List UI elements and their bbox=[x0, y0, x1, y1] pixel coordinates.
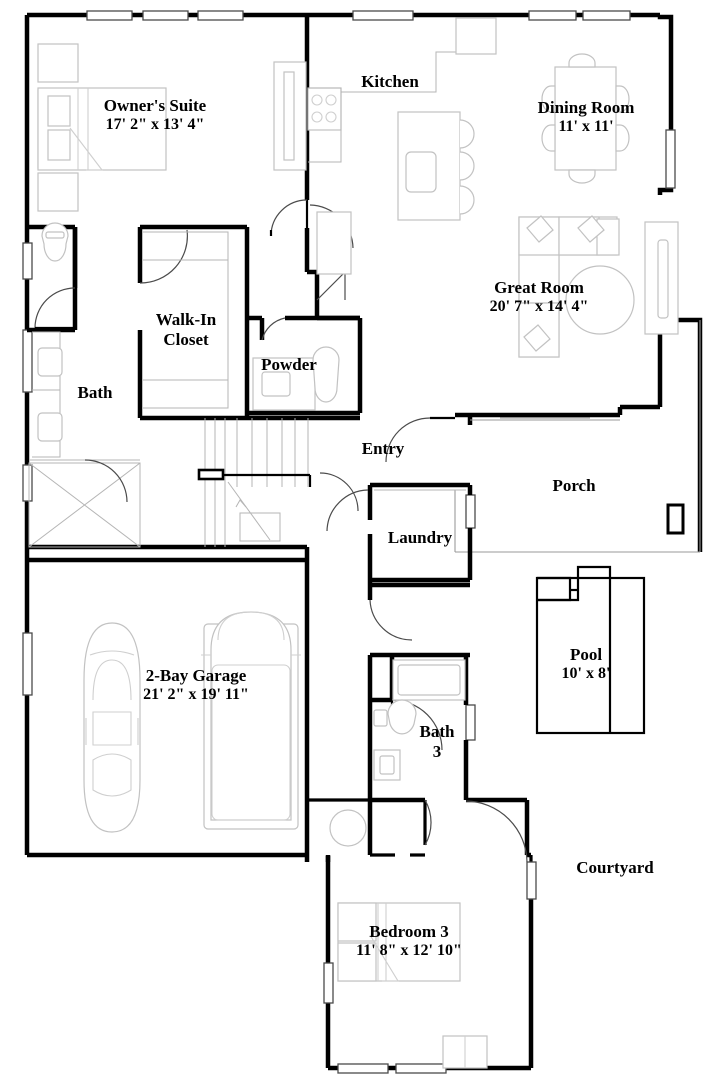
room-label-walk-in-closet: Walk-In Closet bbox=[130, 310, 242, 349]
room-name: Powder bbox=[261, 355, 317, 374]
room-label-entry: Entry bbox=[338, 439, 428, 459]
powder-fixtures bbox=[252, 346, 340, 411]
room-name: Dining Room bbox=[537, 98, 635, 117]
garage-vehicles bbox=[83, 611, 301, 833]
room-label-owners-suite: Owner's Suite 17' 2" x 13' 4" bbox=[55, 96, 255, 134]
room-label-kitchen: Kitchen bbox=[330, 72, 450, 92]
room-label-porch: Porch bbox=[528, 476, 620, 496]
room-label-pool: Pool 10' x 8' bbox=[529, 645, 643, 683]
room-name: Laundry bbox=[387, 528, 453, 547]
pool-shape bbox=[535, 565, 646, 735]
room-name: Owner's Suite bbox=[103, 96, 207, 115]
room-label-laundry: Laundry bbox=[368, 528, 472, 548]
room-label-bedroom-3: Bedroom 3 11' 8" x 12' 10" bbox=[329, 922, 489, 960]
room-dimensions: 20' 7" x 14' 4" bbox=[489, 297, 589, 315]
room-label-powder: Powder bbox=[233, 355, 345, 375]
room-label-courtyard: Courtyard bbox=[545, 858, 685, 878]
room-label-dining-room: Dining Room 11' x 11' bbox=[506, 98, 666, 136]
room-name: Pool bbox=[569, 645, 603, 664]
room-label-bath-3: Bath 3 bbox=[397, 722, 477, 761]
great-room-furniture bbox=[518, 215, 679, 358]
kitchen-fixtures bbox=[273, 17, 497, 275]
windows bbox=[22, 10, 685, 1074]
room-name: Bath bbox=[419, 722, 455, 741]
room-dimensions: 11' 8" x 12' 10" bbox=[356, 941, 462, 959]
room-label-bath: Bath bbox=[50, 383, 140, 403]
room-name: Walk-In bbox=[155, 310, 217, 329]
room-name: Kitchen bbox=[361, 72, 419, 91]
bedroom3-furniture bbox=[337, 902, 488, 1069]
room-name: Porch bbox=[552, 476, 596, 495]
room-name: Bath bbox=[77, 383, 113, 402]
dining-room-furniture bbox=[541, 53, 630, 184]
room-name-line2: 3 bbox=[432, 741, 442, 761]
room-name: Courtyard bbox=[576, 858, 654, 877]
porch-outline bbox=[454, 320, 701, 553]
room-dimensions: 17' 2" x 13' 4" bbox=[105, 115, 205, 133]
room-label-garage: 2-Bay Garage 21' 2" x 19' 11" bbox=[76, 666, 316, 704]
room-name: Great Room bbox=[494, 278, 584, 297]
room-name-line2: Closet bbox=[163, 329, 209, 349]
room-dimensions: 11' x 11' bbox=[558, 117, 614, 135]
room-name: 2-Bay Garage bbox=[145, 666, 247, 685]
bath3-fixtures bbox=[329, 659, 466, 847]
walk-in-closet-shelving bbox=[143, 231, 229, 409]
room-dimensions: 10' x 8' bbox=[561, 664, 611, 682]
room-dimensions: 21' 2" x 19' 11" bbox=[143, 685, 249, 703]
owner-bath-fixtures bbox=[28, 222, 141, 548]
room-name: Entry bbox=[361, 439, 405, 458]
stairs bbox=[197, 418, 312, 547]
room-label-great-room: Great Room 20' 7" x 14' 4" bbox=[449, 278, 629, 316]
owners-suite-furniture bbox=[37, 43, 167, 212]
room-name: Bedroom 3 bbox=[369, 922, 449, 941]
interior-walls bbox=[27, 15, 663, 857]
